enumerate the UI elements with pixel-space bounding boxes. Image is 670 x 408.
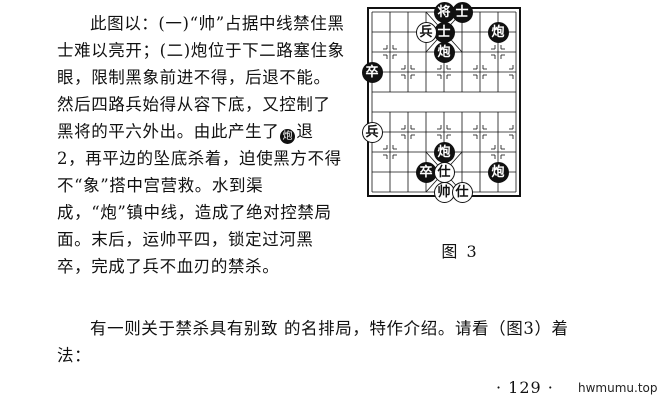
board-piece: 仕 bbox=[451, 181, 473, 203]
intro-text: 有一则关于禁杀具有别致 的名排局，特作介绍。请看（图3）着法： bbox=[57, 319, 569, 365]
board-piece: 兵 bbox=[415, 21, 437, 43]
board-piece: 卒 bbox=[361, 61, 383, 83]
board-piece: 帅 bbox=[433, 181, 455, 203]
xiangqi-board-figure: 将士士兵炮炮卒兵炮卒仕炮帅仕 bbox=[360, 0, 530, 230]
watermark: hwmumu.top bbox=[578, 381, 658, 395]
board-piece: 仕 bbox=[433, 161, 455, 183]
main-text-part1: 此图以：(一)“帅”占据中线禁住黑士难以亮开；(二)炮位于下二路塞住象眼，限制黑… bbox=[57, 14, 345, 141]
board-piece: 兵 bbox=[361, 121, 383, 143]
board-piece: 炮 bbox=[433, 141, 455, 163]
board-piece: 炮 bbox=[487, 21, 509, 43]
board-piece: 炮 bbox=[487, 161, 509, 183]
main-text-part2: 退 2，再平边的坠底杀着，迫使黑方不得不“象”搭中宫营救。水到渠成，“炮”镇中线… bbox=[57, 122, 342, 276]
board-piece: 炮 bbox=[433, 41, 455, 63]
page-number: · 129 · bbox=[496, 378, 554, 397]
board-piece: 士 bbox=[433, 21, 455, 43]
inline-cannon-piece: 炮 bbox=[280, 129, 296, 144]
main-paragraph: 此图以：(一)“帅”占据中线禁住黑士难以亮开；(二)炮位于下二路塞住象眼，限制黑… bbox=[57, 10, 347, 280]
figure-caption: 图 3 bbox=[441, 242, 479, 261]
intro-paragraph: 有一则关于禁杀具有别致 的名排局，特作介绍。请看（图3）着法： bbox=[57, 315, 597, 369]
board-piece: 士 bbox=[451, 1, 473, 23]
